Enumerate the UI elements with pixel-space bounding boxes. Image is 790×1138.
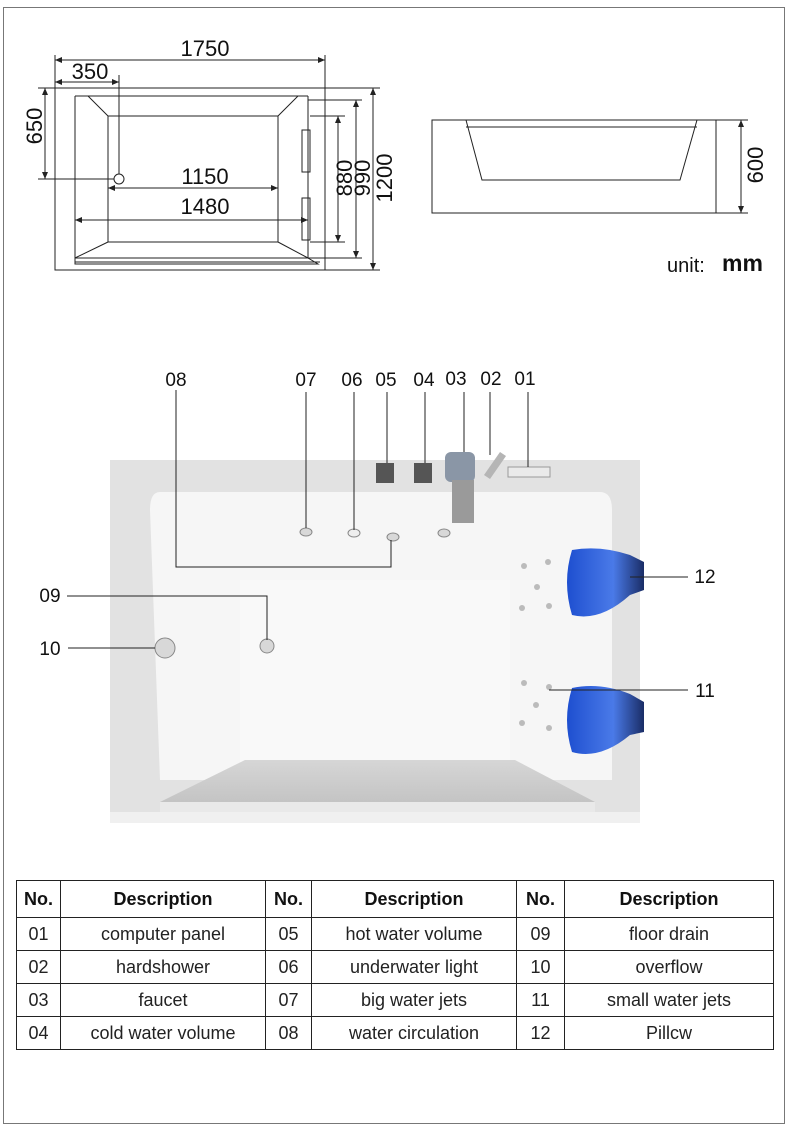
tub-step [160, 760, 595, 802]
bathtub-illustration: 01 02 03 04 05 06 07 08 09 10 11 12 [39, 369, 716, 823]
part-number: 12 [516, 1016, 565, 1050]
table-header-row: No. Description No. Description No. Desc… [16, 880, 774, 918]
part-description: hot water volume [311, 917, 517, 951]
part-description: overflow [564, 950, 774, 984]
callout-01: 01 [514, 369, 535, 390]
callout-07: 07 [295, 370, 316, 391]
header-no: No. [516, 880, 565, 918]
parts-table: No. Description No. Description No. Desc… [16, 880, 774, 1050]
hand-shower [484, 452, 506, 479]
part-description: faucet [60, 983, 266, 1017]
circulation-outlet [386, 532, 400, 542]
part-number: 01 [16, 917, 61, 951]
part-number: 04 [16, 1016, 61, 1050]
header-no: No. [265, 880, 312, 918]
part-number: 02 [16, 950, 61, 984]
callout-11: 11 [695, 681, 715, 702]
faucet-spout [452, 480, 474, 523]
callout-05: 05 [375, 370, 396, 391]
part-description: Pillcw [564, 1016, 774, 1050]
callout-02: 02 [480, 369, 501, 390]
dim-drain-x: 350 [72, 59, 109, 84]
header-no: No. [16, 880, 61, 918]
part-description: hardshower [60, 950, 266, 984]
part-number: 08 [265, 1016, 312, 1050]
hot-water-knob [376, 463, 394, 483]
callout-10: 10 [39, 639, 60, 660]
header-description: Description [60, 880, 266, 918]
overflow [154, 637, 176, 659]
callout-08: 08 [165, 370, 186, 391]
part-number: 05 [265, 917, 312, 951]
dim-mid-width: 990 [350, 160, 375, 197]
dim-overall-width: 1200 [372, 154, 397, 203]
callout-12: 12 [694, 567, 715, 588]
part-number: 07 [265, 983, 312, 1017]
part-description: big water jets [311, 983, 517, 1017]
dim-inner-length-bottom: 1480 [181, 194, 230, 219]
big-jet-left [299, 527, 313, 537]
table-row: 03 faucet 07 big water jets 11 small wat… [16, 983, 774, 1017]
part-description: cold water volume [60, 1016, 266, 1050]
dim-height: 600 [743, 147, 768, 184]
computer-panel [507, 466, 551, 478]
faucet-body [445, 452, 475, 482]
unit-value: mm [722, 250, 763, 276]
unit-label: unit: [667, 255, 705, 277]
table-row: 04 cold water volume 08 water circulatio… [16, 1016, 774, 1050]
header-description: Description [564, 880, 774, 918]
part-number: 09 [516, 917, 565, 951]
side-view-outline [431, 119, 717, 214]
dim-overall-length: 1750 [181, 36, 230, 61]
part-number: 11 [516, 983, 565, 1017]
dim-drain-y: 650 [22, 108, 47, 145]
part-description: underwater light [311, 950, 517, 984]
part-description: computer panel [60, 917, 266, 951]
floor-drain [259, 638, 275, 654]
big-jet-right [437, 528, 451, 538]
underwater-light [347, 528, 361, 538]
part-description: water circulation [311, 1016, 517, 1050]
callout-04: 04 [413, 370, 435, 391]
part-description: small water jets [564, 983, 774, 1017]
dim-inner-width: 880 [332, 160, 357, 197]
callout-06: 06 [341, 370, 362, 391]
table-row: 02 hardshower 06 underwater light 10 ove… [16, 950, 774, 984]
cold-water-knob [414, 463, 432, 483]
table-row: 01 computer panel 05 hot water volume 09… [16, 917, 774, 951]
drain-circle [113, 173, 125, 185]
header-description: Description [311, 880, 517, 918]
callout-09: 09 [39, 586, 60, 607]
part-number: 10 [516, 950, 565, 984]
technical-drawing: 1750 350 1150 1480 650 880 990 1200 600 … [22, 36, 768, 277]
page-frame [3, 7, 785, 1124]
pillow-bottom [567, 686, 644, 754]
callout-03: 03 [445, 369, 466, 390]
part-number: 06 [265, 950, 312, 984]
part-description: floor drain [564, 917, 774, 951]
part-number: 03 [16, 983, 61, 1017]
dim-inner-length-top: 1150 [181, 164, 228, 189]
pillow-top [567, 548, 644, 617]
